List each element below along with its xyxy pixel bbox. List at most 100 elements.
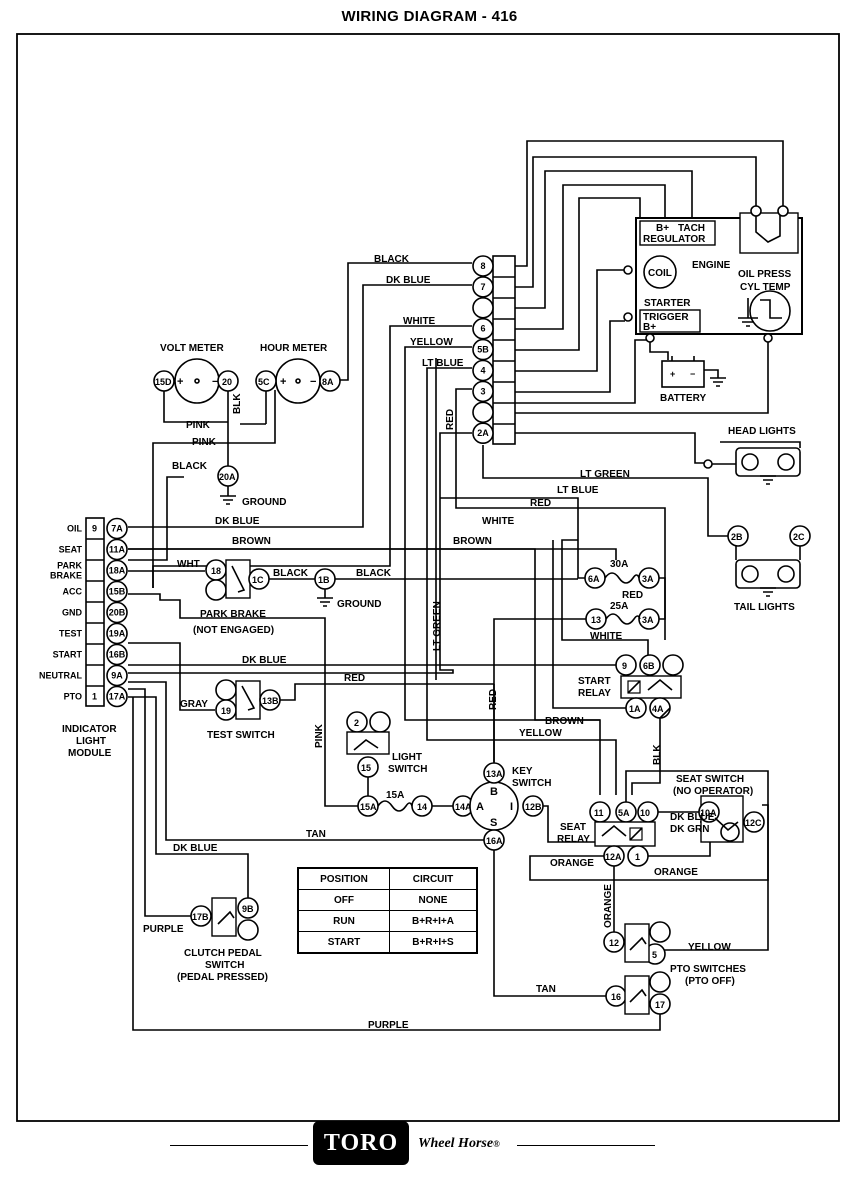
regulator-label: REGULATOR (643, 234, 706, 245)
connector-pin (472, 296, 494, 319)
connector-pin-label: 7 (480, 282, 485, 292)
engine-harness-wires (515, 140, 784, 464)
battery-label: BATTERY (660, 393, 706, 404)
connector-pin-label: 4 (480, 366, 485, 376)
connector-pin-label: 5B (477, 345, 489, 355)
svg-text:LT BLUE: LT BLUE (422, 358, 464, 369)
svg-text:GROUND: GROUND (337, 599, 381, 610)
module-terminal (106, 559, 128, 582)
connector-pin-label: 2A (477, 428, 489, 438)
svg-text:20A: 20A (219, 472, 236, 482)
oil-press-switch-icon (739, 212, 799, 254)
module-terminal-label: 11A (109, 545, 126, 555)
seat-switch: SEAT SWITCH (NO OPERATOR) 10A 12C DK BLU… (625, 770, 769, 951)
svg-text:GRAY: GRAY (180, 699, 208, 710)
wheel-horse-logo: Wheel Horse® (418, 1136, 500, 1151)
module-terminal (106, 685, 128, 708)
svg-text:3A: 3A (642, 574, 654, 584)
svg-text:+: + (670, 369, 675, 379)
coil-label: COIL (648, 268, 672, 279)
module-row-number: 1 (92, 692, 97, 702)
svg-text:RELAY: RELAY (578, 688, 611, 699)
module-row-label: START (53, 650, 83, 660)
svg-text:12C: 12C (745, 818, 762, 828)
footer-rule-left (170, 1145, 308, 1146)
svg-text:8A: 8A (322, 377, 334, 387)
module-row-label: TEST (59, 629, 83, 639)
connector-pin (472, 380, 494, 403)
module-terminal (106, 622, 128, 645)
b-plus-label: B+ (656, 223, 669, 234)
module-terminal (106, 664, 128, 687)
svg-text:1A: 1A (629, 704, 641, 714)
svg-text:PINK: PINK (186, 420, 211, 431)
head-light-left-icon (741, 453, 759, 471)
module-terminal-label: 17A (109, 692, 126, 702)
svg-text:PINK: PINK (314, 723, 325, 748)
svg-text:2C: 2C (793, 532, 805, 542)
connector-pin (472, 255, 494, 277)
svg-text:YELLOW: YELLOW (688, 942, 731, 953)
table-row: RUN B+R+I+A (297, 910, 478, 932)
svg-text:A: A (476, 801, 484, 813)
svg-text:RELAY: RELAY (557, 834, 590, 845)
volt-meter-label: VOLT METER (160, 343, 224, 354)
svg-text:ORANGE: ORANGE (654, 867, 698, 878)
svg-text:10: 10 (640, 808, 650, 818)
svg-text:BLACK: BLACK (172, 461, 208, 472)
svg-text:PARK BRAKE: PARK BRAKE (200, 609, 266, 620)
module-terminal-label: 19A (109, 629, 126, 639)
svg-text:(NO OPERATOR): (NO OPERATOR) (673, 786, 753, 797)
module-row-label: PTO (64, 692, 82, 702)
svg-text:LT GREEN: LT GREEN (432, 601, 443, 651)
svg-text:−: − (212, 376, 218, 388)
svg-text:SEAT: SEAT (560, 822, 586, 833)
svg-text:BROWN: BROWN (232, 536, 271, 547)
connector-pin (472, 359, 494, 382)
module-terminal-label: 7A (111, 524, 123, 534)
table-header-circuit: CIRCUIT (389, 867, 478, 890)
svg-text:DK BLUE: DK BLUE (670, 812, 715, 823)
tail-light-left-icon (741, 565, 759, 583)
toro-logo: TORO (313, 1121, 409, 1165)
svg-text:DK BLUE: DK BLUE (242, 655, 287, 666)
svg-text:WHITE: WHITE (590, 631, 623, 642)
svg-text:13B: 13B (262, 696, 279, 706)
battery-icon: + − BATTERY (649, 342, 726, 404)
svg-text:1B: 1B (318, 575, 330, 585)
svg-text:LT BLUE: LT BLUE (557, 485, 599, 496)
svg-text:SEAT SWITCH: SEAT SWITCH (676, 774, 744, 785)
clutch-pedal-switch: PURPLE DK BLUE 17B 9B CLUTCH PEDAL SWITC… (128, 688, 268, 983)
svg-text:17B: 17B (192, 912, 209, 922)
seat-relay: YELLOW BROWN 11 5A 10 12A 1 SEAT RELAY O… (128, 548, 769, 881)
connector-pin-label: 8 (480, 261, 485, 271)
connector-pin (472, 422, 494, 445)
svg-text:15D: 15D (155, 377, 172, 387)
svg-text:12: 12 (609, 938, 619, 948)
svg-text:DK BLUE: DK BLUE (173, 843, 218, 854)
svg-text:LIGHT: LIGHT (76, 736, 106, 747)
volt-meter: VOLT METER + − (160, 343, 224, 404)
svg-text:PTO SWITCHES: PTO SWITCHES (670, 964, 746, 975)
svg-text:CLUTCH PEDAL: CLUTCH PEDAL (184, 948, 262, 959)
module-row-label: SEAT (59, 545, 83, 555)
module-terminal-label: 18A (109, 566, 126, 576)
svg-text:SWITCH: SWITCH (205, 960, 244, 971)
svg-text:BLK: BLK (652, 744, 663, 765)
svg-text:DK GRN: DK GRN (670, 824, 709, 835)
svg-text:I: I (510, 801, 513, 813)
svg-text:20: 20 (222, 377, 232, 387)
svg-text:YELLOW: YELLOW (410, 337, 453, 348)
meter-wires (128, 262, 666, 795)
tail-lights-label: TAIL LIGHTS (734, 602, 795, 613)
svg-text:SWITCH: SWITCH (388, 764, 427, 775)
module-row-label: GND (62, 608, 83, 618)
module-row-number: 9 (92, 524, 97, 534)
svg-text:(NOT ENGAGED): (NOT ENGAGED) (193, 625, 274, 636)
svg-text:9: 9 (622, 661, 627, 671)
svg-text:WHITE: WHITE (482, 516, 515, 527)
svg-text:2: 2 (354, 718, 359, 728)
svg-text:4A: 4A (652, 704, 664, 714)
